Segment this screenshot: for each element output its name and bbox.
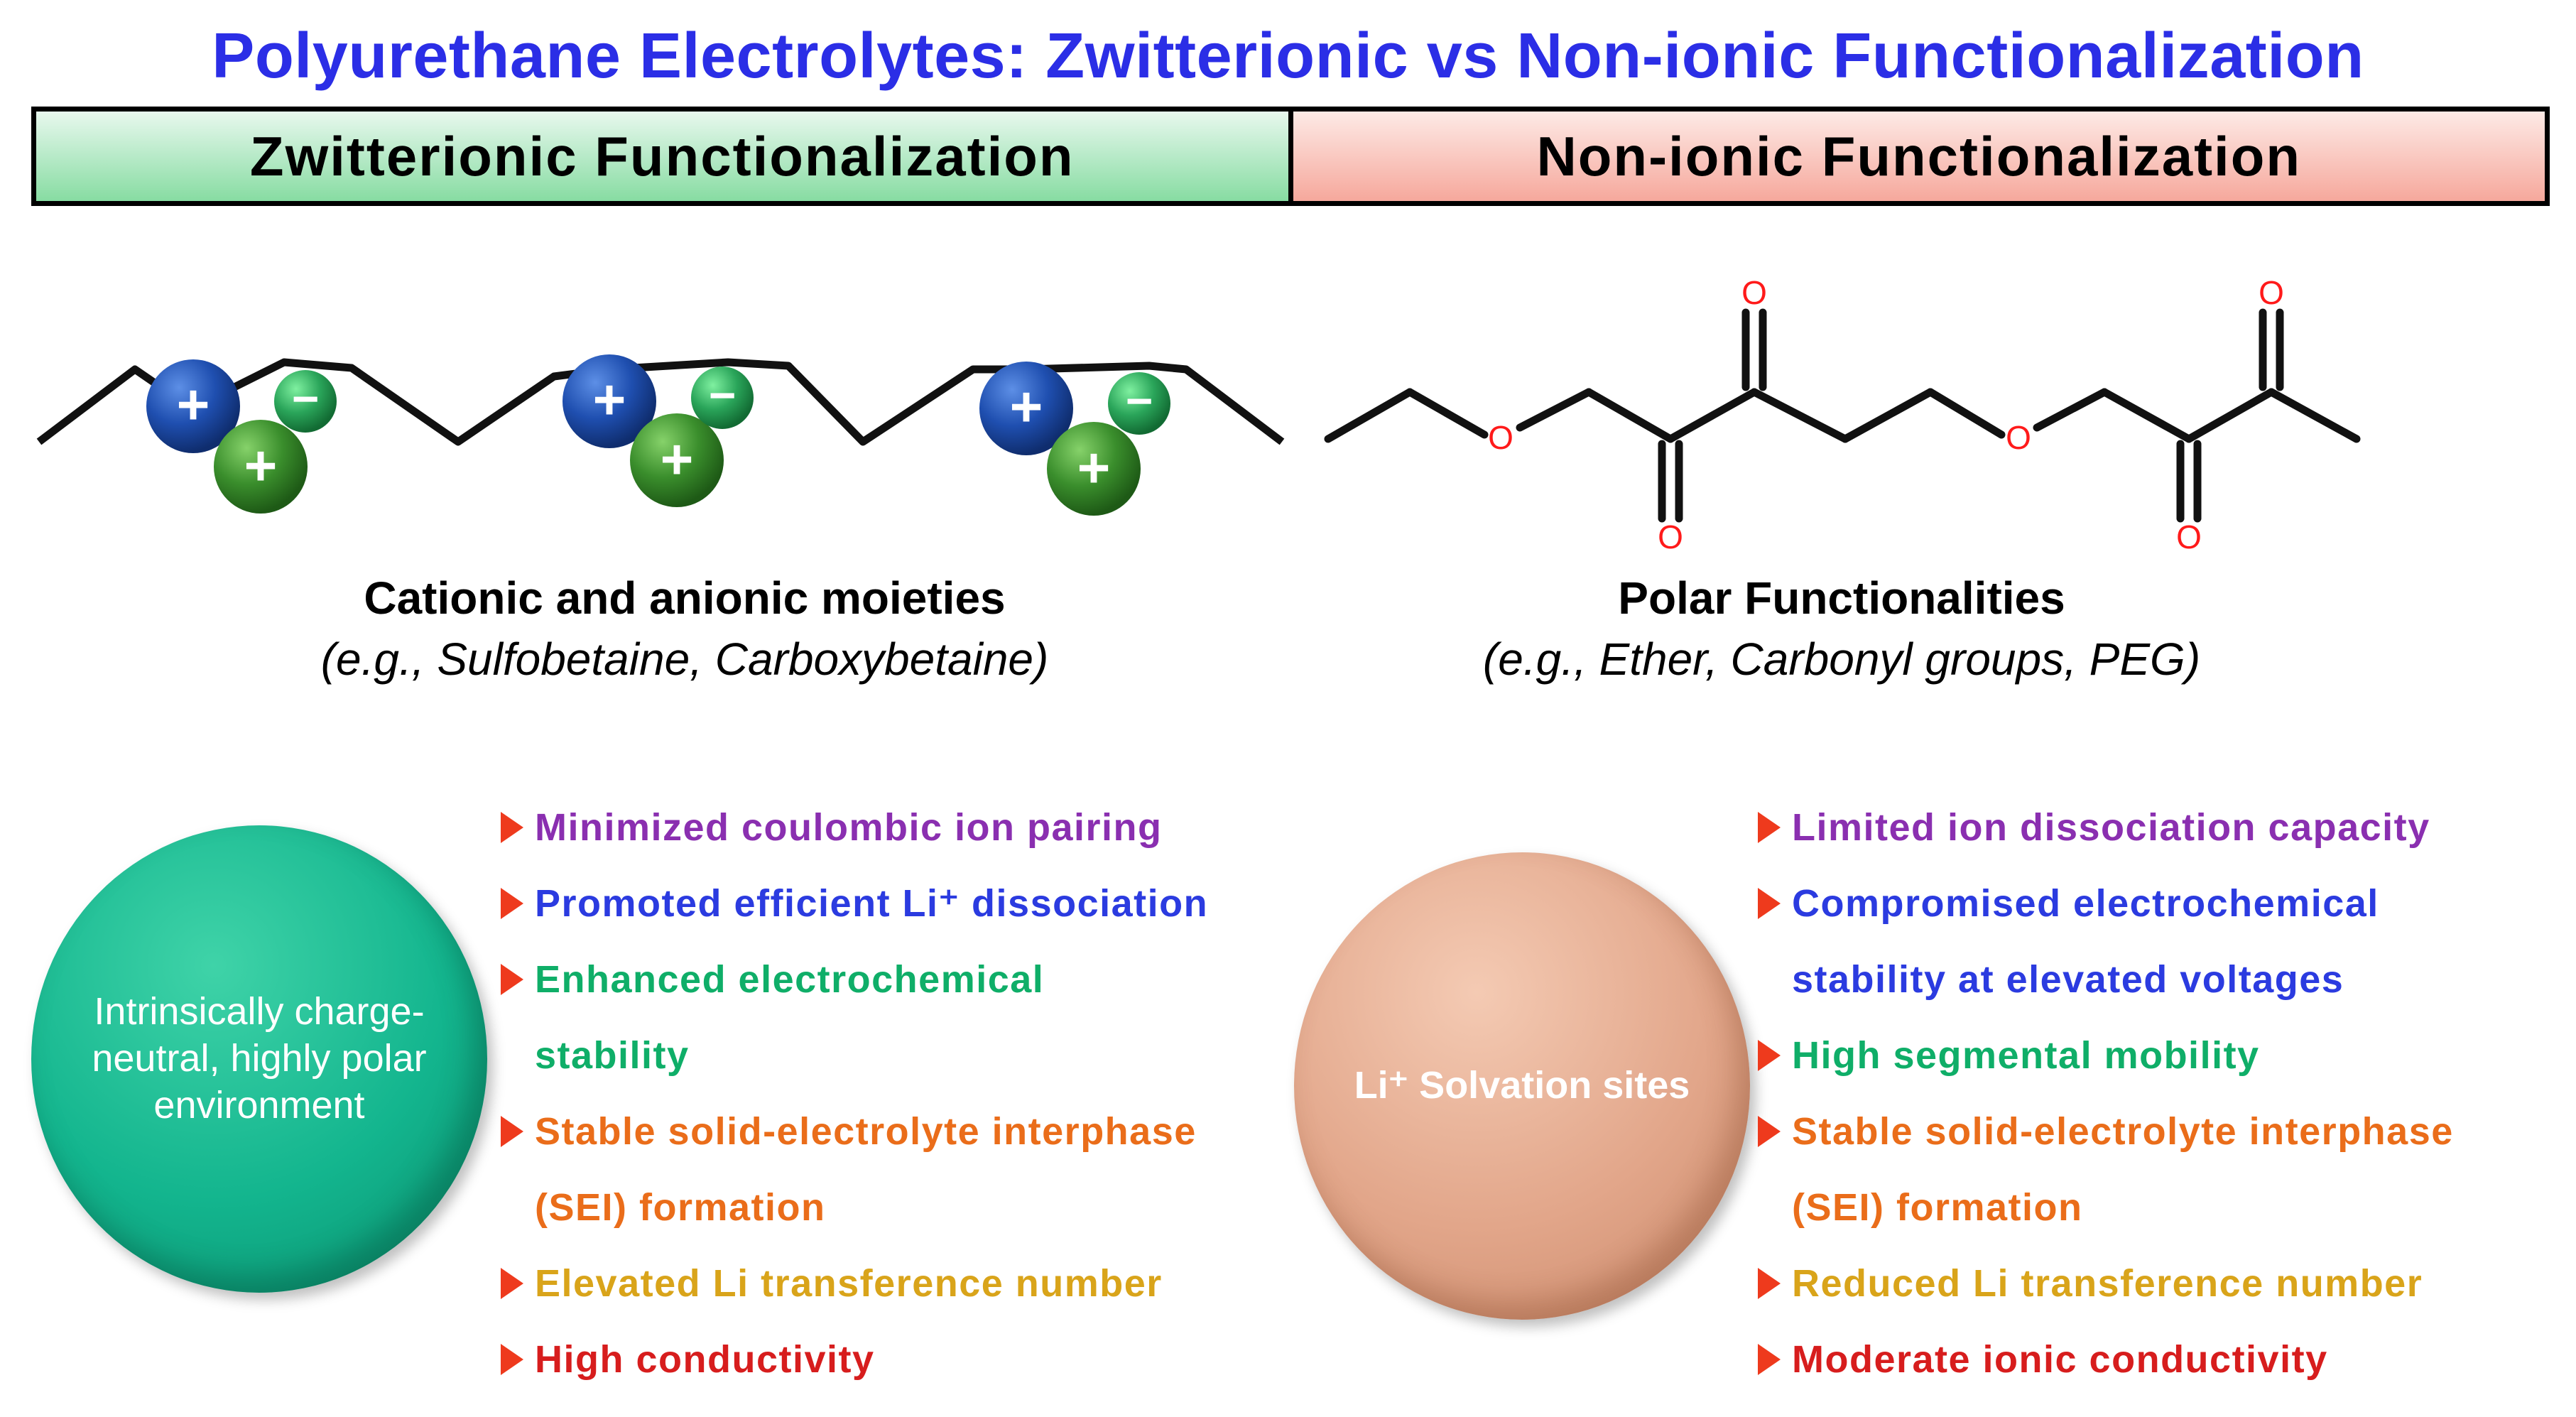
- property-text: (SEI) formation: [1792, 1186, 2083, 1229]
- carbonyl-oxygen-2: O: [1741, 274, 1767, 311]
- header-zwitterionic: Zwitterionic Functionalization: [36, 112, 1293, 201]
- property-item: High conductivity: [501, 1322, 1208, 1398]
- cation-blue-sphere: [979, 362, 1073, 455]
- zwitterion-unit-1: + + −: [146, 359, 337, 514]
- bullet-triangle-icon: [1758, 1116, 1781, 1147]
- cation-blue-sphere: [563, 354, 656, 448]
- bullet-triangle-icon: [1758, 812, 1781, 843]
- oxygen-labels: O O O O O O: [1488, 274, 2284, 555]
- carbonyl-oxygen-3: O: [2176, 519, 2202, 555]
- cation-blue-sphere: [146, 359, 240, 453]
- header-nonionic: Non-ionic Functionalization: [1293, 112, 2545, 201]
- right-caption-sub: (e.g., Ether, Carbonyl groups, PEG): [1482, 634, 2201, 685]
- property-text: Stable solid-electrolyte interphase: [1792, 1110, 2454, 1153]
- anion-sphere: [274, 370, 337, 433]
- property-text: Moderate ionic conductivity: [1792, 1338, 2328, 1381]
- property-text: (SEI) formation: [535, 1186, 826, 1229]
- property-item: Stable solid-electrolyte interphase (SEI)…: [1758, 1094, 2454, 1246]
- property-text: stability at elevated voltages: [1792, 958, 2344, 1001]
- bullet-triangle-icon: [501, 964, 523, 995]
- left-caption: Cationic and anionic moieties (e.g., Sul…: [116, 572, 1253, 685]
- bullet-triangle-icon: [501, 888, 523, 919]
- property-text: Promoted efficient Li⁺ dissociation: [535, 882, 1209, 925]
- property-item: Compromised electrochemical stability at …: [1758, 866, 2454, 1018]
- property-text: High conductivity: [535, 1338, 875, 1381]
- page-title: Polyurethane Electrolytes: Zwitterionic …: [212, 21, 2364, 92]
- property-text: Elevated Li transference number: [535, 1262, 1163, 1305]
- zwitterion-unit-2: + + −: [563, 354, 754, 507]
- right-caption: Polar Functionalities (e.g., Ether, Carb…: [1273, 572, 2410, 685]
- plus-sign: +: [1077, 436, 1111, 499]
- plus-sign: +: [177, 373, 210, 436]
- anion-sphere: [1108, 372, 1170, 435]
- plus-sign: +: [244, 434, 278, 497]
- property-item: Enhanced electrochemical stability: [501, 942, 1208, 1094]
- property-item: Minimized coulombic ion pairing: [501, 790, 1208, 866]
- property-item: Moderate ionic conductivity: [1758, 1322, 2454, 1398]
- property-text: Enhanced electrochemical: [535, 958, 1045, 1001]
- zwitterion-unit-3: + + −: [979, 362, 1170, 516]
- plus-sign: +: [661, 428, 694, 491]
- bullet-triangle-icon: [501, 812, 523, 843]
- bullet-triangle-icon: [1758, 888, 1781, 919]
- property-item: Elevated Li transference number: [501, 1246, 1208, 1322]
- anion-sphere: [691, 367, 754, 429]
- solvation-circle: Li⁺ Solvation sites: [1294, 852, 1750, 1320]
- property-item: Limited ion dissociation capacity: [1758, 790, 2454, 866]
- property-text: Limited ion dissociation capacity: [1792, 806, 2430, 849]
- property-text: Reduced Li transference number: [1792, 1262, 2423, 1305]
- minus-sign: −: [1126, 374, 1153, 427]
- plus-sign: +: [593, 368, 626, 431]
- plus-sign: +: [1010, 375, 1043, 438]
- zwitterionic-backbone: [36, 358, 1285, 446]
- property-text: Stable solid-electrolyte interphase: [535, 1110, 1197, 1153]
- cation-green-sphere: [630, 413, 724, 507]
- right-caption-main: Polar Functionalities: [1618, 572, 2065, 624]
- carbonyl-oxygen-1: O: [1658, 519, 1683, 555]
- cation-green-sphere: [214, 420, 308, 514]
- bullet-triangle-icon: [1758, 1040, 1781, 1071]
- bullet-triangle-icon: [501, 1344, 523, 1375]
- property-text: stability: [535, 1034, 690, 1077]
- nonionic-skeleton: [1324, 308, 2361, 523]
- zwitterionic-circle: Intrinsically charge-neutral, highly pol…: [31, 825, 487, 1293]
- property-item: Stable solid-electrolyte interphase (SEI)…: [501, 1094, 1208, 1246]
- minus-sign: −: [292, 372, 320, 425]
- property-item: Reduced Li transference number: [1758, 1246, 2454, 1322]
- left-caption-sub: (e.g., Sulfobetaine, Carboxybetaine): [320, 634, 1049, 685]
- property-item: High segmental mobility: [1758, 1018, 2454, 1094]
- property-text: Compromised electrochemical: [1792, 882, 2379, 925]
- property-text: Minimized coulombic ion pairing: [535, 806, 1163, 849]
- molecule-structures: + + − + + − + + −: [36, 274, 2361, 555]
- bullet-triangle-icon: [1758, 1268, 1781, 1299]
- property-text: High segmental mobility: [1792, 1034, 2260, 1077]
- minus-sign: −: [709, 369, 737, 421]
- carbonyl-oxygen-4: O: [2259, 274, 2284, 311]
- left-caption-main: Cationic and anionic moieties: [364, 572, 1006, 624]
- property-item: Promoted efficient Li⁺ dissociation: [501, 866, 1208, 942]
- bullet-triangle-icon: [1758, 1344, 1781, 1375]
- ether-oxygen-1: O: [1488, 419, 1513, 456]
- cation-green-sphere: [1047, 422, 1141, 516]
- comparison-header: Zwitterionic Functionalization Non-ionic…: [31, 107, 2550, 206]
- bullet-triangle-icon: [501, 1268, 523, 1299]
- ether-oxygen-2: O: [2006, 419, 2031, 456]
- bullet-triangle-icon: [501, 1116, 523, 1147]
